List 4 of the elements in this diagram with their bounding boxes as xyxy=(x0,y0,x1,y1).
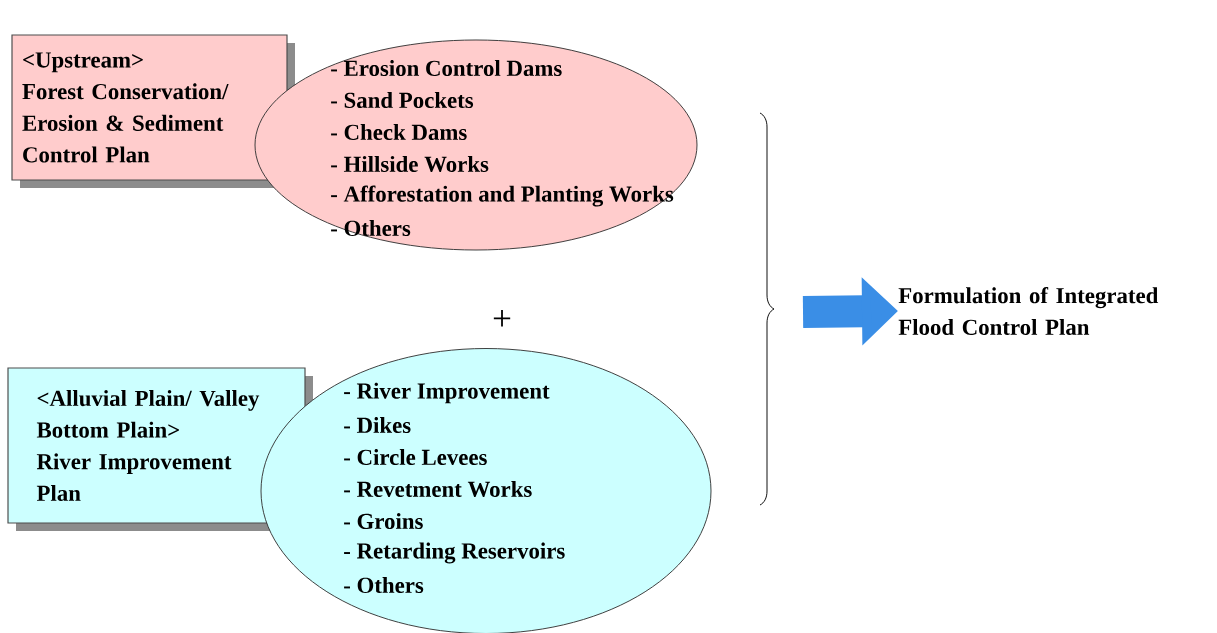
plan-box: <Upstream> Forest Conservation/ Erosion & Sediment Control Plan xyxy=(11,34,295,188)
plus-sign: + xyxy=(493,310,511,327)
plan-box: <Alluvial Plain/ Valley Bottom Plain> River Improvement Plan xyxy=(7,367,313,531)
result-text: Formulation of Integrated Flood Control Plan xyxy=(898,287,1159,335)
